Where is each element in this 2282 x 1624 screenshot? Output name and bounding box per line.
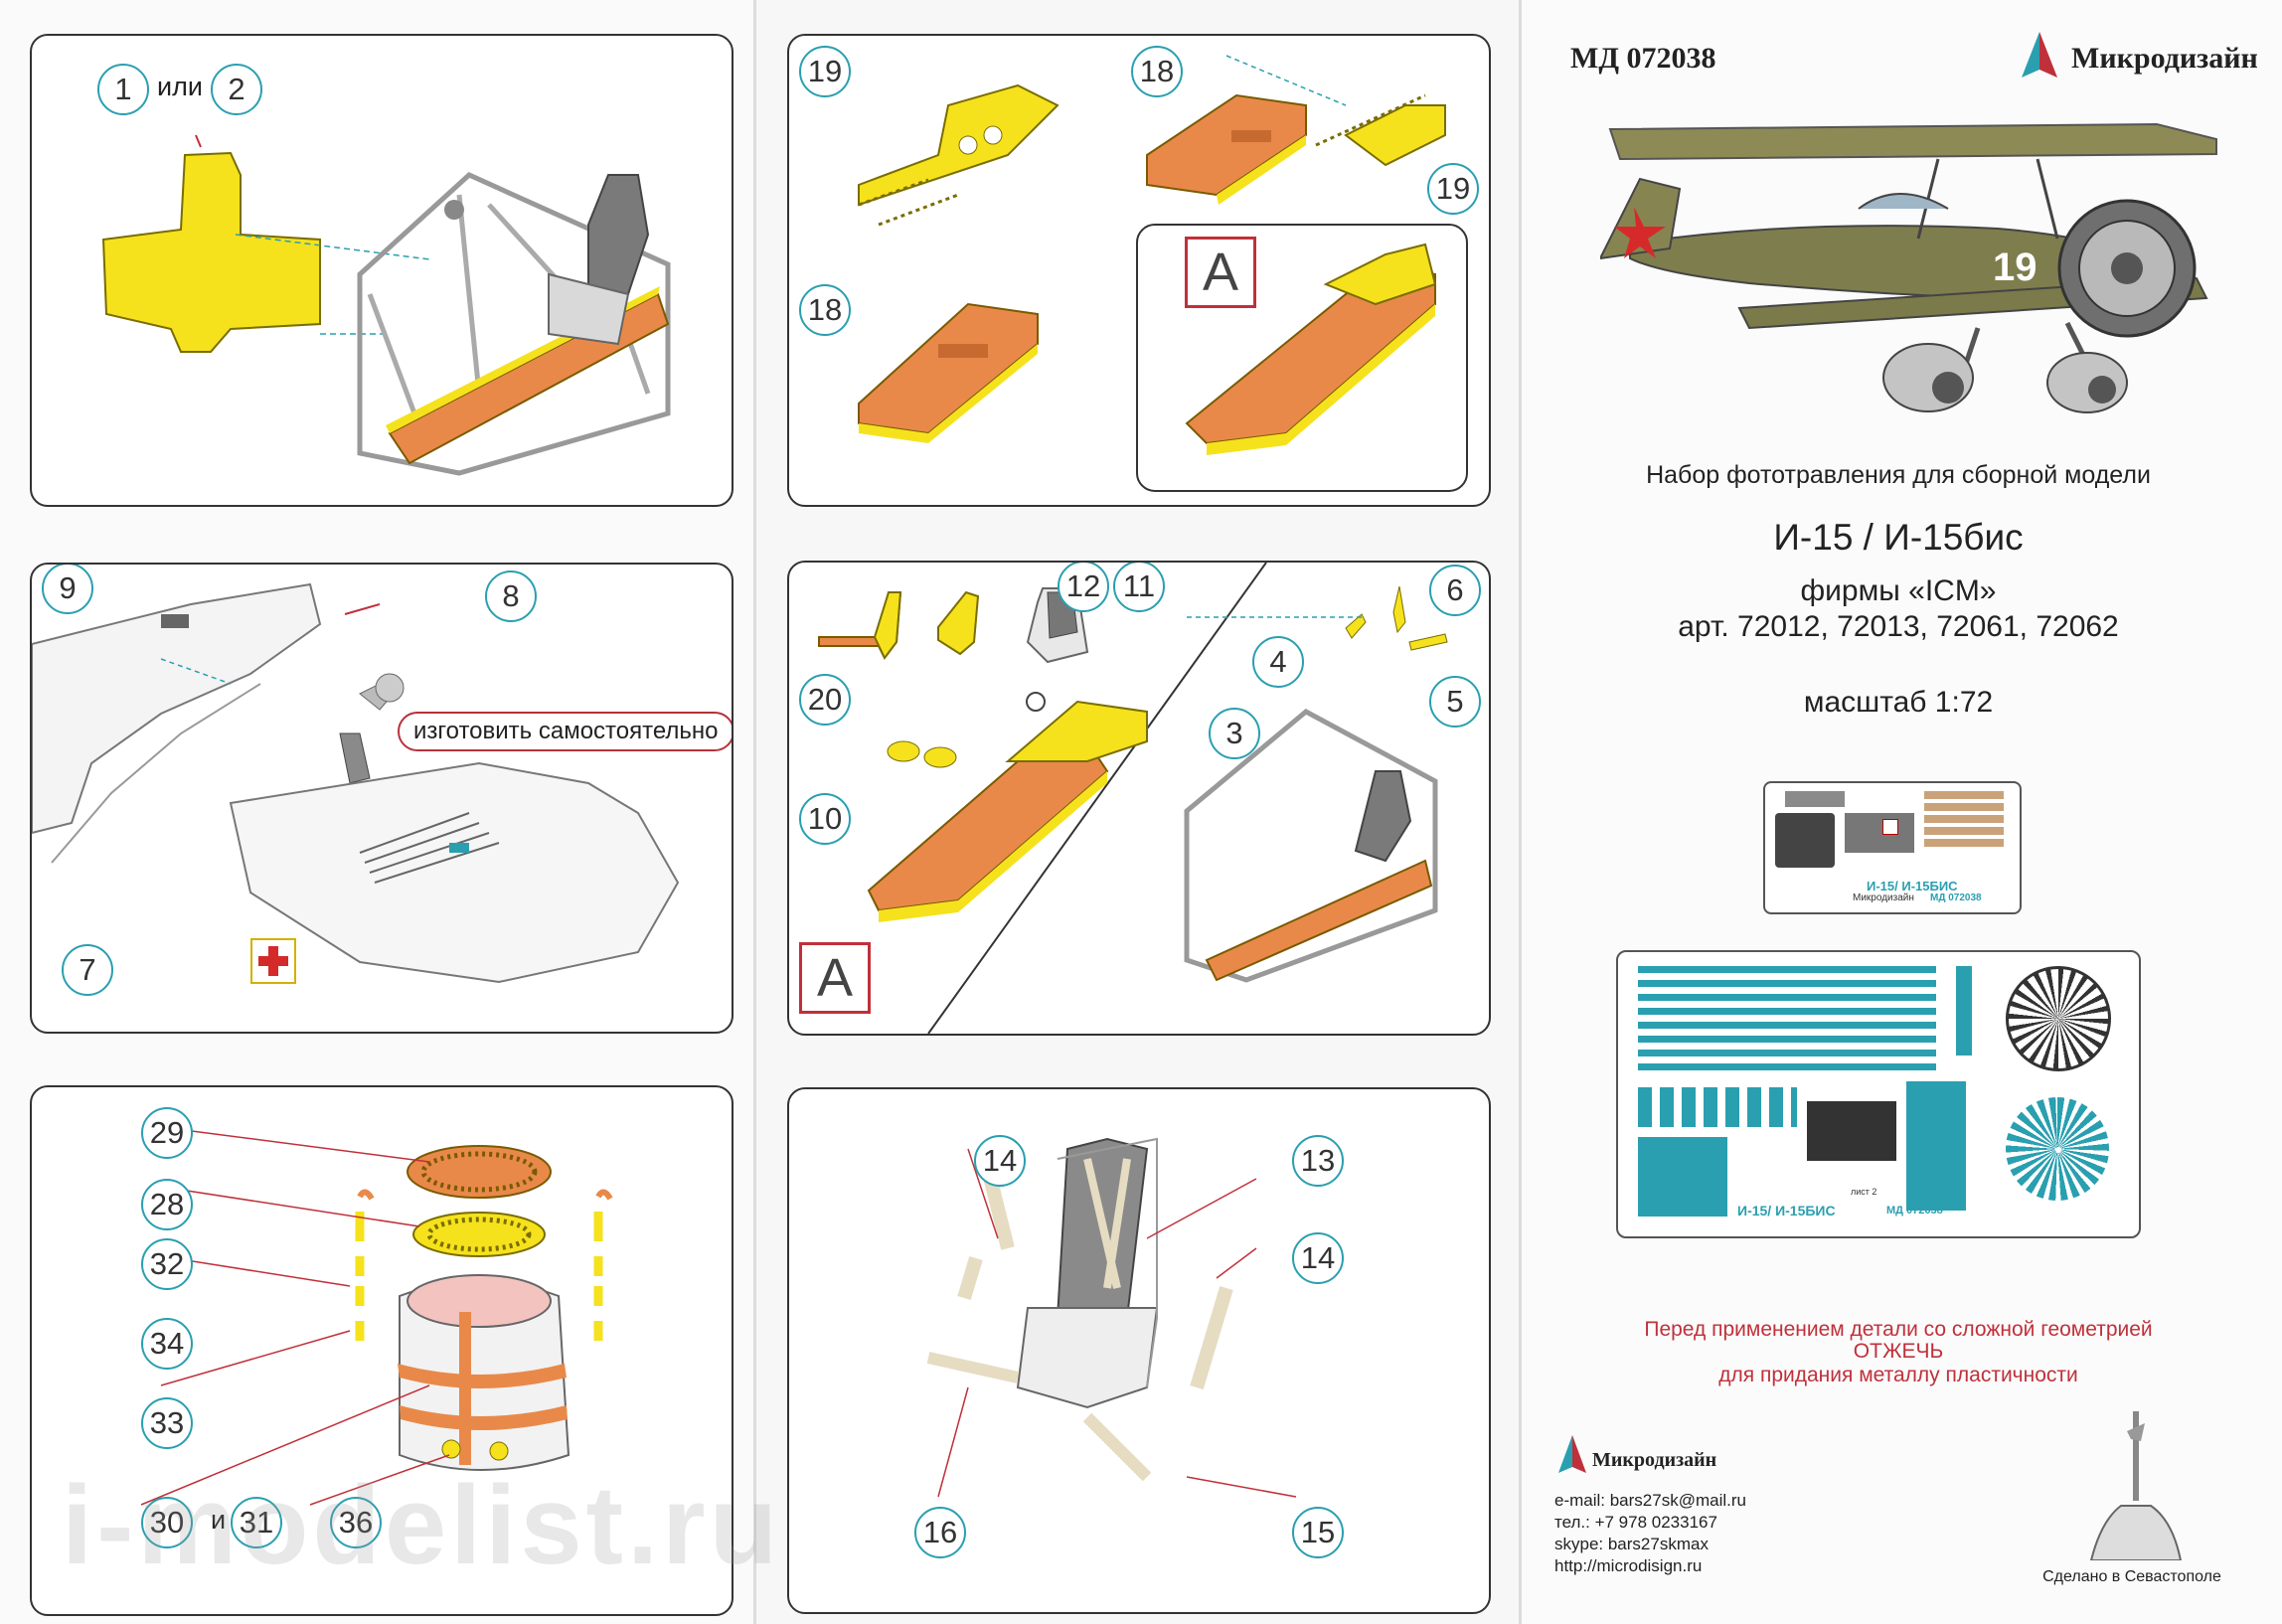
panel-seat-belts: 14 13 14 16 15 bbox=[787, 1087, 1491, 1614]
pe-sheet-1: И-15/ И-15БИС МД 072038 Микродизайн bbox=[1763, 781, 2022, 914]
part-number-14: 14 bbox=[974, 1135, 1026, 1187]
monument-illustration bbox=[2081, 1411, 2191, 1561]
pe-sheet-1-code: МД 072038 bbox=[1930, 893, 1982, 903]
part-number-18: 18 bbox=[799, 284, 851, 336]
warning-line-1: Перед применением детали со сложной геом… bbox=[1644, 1318, 2153, 1341]
make-yourself-note: изготовить самостоятельно bbox=[398, 712, 732, 751]
part-number-19: 19 bbox=[799, 46, 851, 97]
part-number-11: 11 bbox=[1113, 563, 1165, 612]
panel2-drawing bbox=[858, 55, 1468, 492]
contact-phone: тел.: +7 978 0233167 bbox=[1554, 1513, 1717, 1532]
part-number-1: 1 bbox=[97, 64, 149, 115]
warning-line-2: ОТЖЕЧЬ bbox=[1853, 1340, 1944, 1363]
pe-sheet-2-list: лист 2 bbox=[1851, 1187, 1877, 1197]
part-number-13: 13 bbox=[1292, 1135, 1344, 1187]
part-number-29: 29 bbox=[141, 1107, 193, 1159]
fold-line bbox=[1519, 0, 1522, 1624]
part-number-9: 9 bbox=[42, 565, 93, 614]
panel4-drawing bbox=[818, 563, 1448, 1034]
brand-logo bbox=[2018, 30, 2063, 78]
panel-fuselage-details: 9 8 7 изготовить самостоятельно bbox=[30, 563, 734, 1034]
pe-sheet-1-label: И-15/ И-15БИС bbox=[1867, 879, 1958, 893]
part-number-5: 5 bbox=[1429, 676, 1481, 728]
assembly-label-a: A bbox=[1185, 237, 1256, 308]
part-number-12: 12 bbox=[1058, 563, 1109, 612]
part-number-30: 30 bbox=[141, 1497, 193, 1548]
article-numbers: арт. 72012, 72013, 72061, 72062 bbox=[1678, 610, 2119, 643]
panel-cockpit-assembly: 12 11 20 10 A 6 4 5 3 bbox=[787, 561, 1491, 1036]
part-number-32: 32 bbox=[141, 1238, 193, 1290]
product-code: МД 072038 bbox=[1570, 42, 1716, 75]
part-number-28: 28 bbox=[141, 1179, 193, 1230]
model-name: И-15 / И-15бис bbox=[1773, 517, 2024, 558]
part-number-4: 4 bbox=[1252, 636, 1304, 688]
brand-name-small: Микродизайн bbox=[1592, 1449, 1717, 1471]
contact-email[interactable]: e-mail: bars27sk@mail.ru bbox=[1554, 1491, 1746, 1510]
part-number-19: 19 bbox=[1427, 163, 1479, 215]
contact-skype: skype: bars27skmax bbox=[1554, 1535, 1709, 1553]
part-number-16: 16 bbox=[914, 1507, 966, 1558]
part-number-34: 34 bbox=[141, 1318, 193, 1370]
model-maker: фирмы «ICM» bbox=[1800, 574, 1997, 607]
fold-line bbox=[753, 0, 756, 1624]
panel6-drawing bbox=[926, 1137, 1297, 1498]
panel3-drawing bbox=[32, 582, 680, 984]
part-number-3: 3 bbox=[1209, 708, 1260, 759]
or-label: или bbox=[157, 72, 203, 101]
panel-engine-cowl: 29 28 32 34 33 30 и 31 36 bbox=[30, 1085, 734, 1616]
part-number-31: 31 bbox=[231, 1497, 282, 1548]
brand-logo-small bbox=[1556, 1433, 1590, 1473]
panel5-drawing bbox=[140, 1126, 613, 1506]
and-label: и bbox=[211, 1505, 227, 1535]
pe-sheet-2: лист 2 И-15/ И-15БИС МД 072038 bbox=[1616, 950, 2141, 1238]
panel1-drawing bbox=[101, 134, 671, 476]
plane-number: 19 bbox=[1993, 245, 2038, 289]
part-number-7: 7 bbox=[62, 944, 113, 996]
pe-sheet-1-brand: Микродизайн bbox=[1853, 893, 1914, 903]
panel-floor-assembly: 19 18 19 18 A bbox=[787, 34, 1491, 507]
part-number-2: 2 bbox=[211, 64, 262, 115]
panel-panel-armor: 1 или 2 bbox=[30, 34, 734, 507]
contact-website[interactable]: http://microdisign.ru bbox=[1554, 1556, 1703, 1575]
part-number-8: 8 bbox=[485, 570, 537, 622]
part-number-14: 14 bbox=[1292, 1232, 1344, 1284]
pe-sheet-2-label: И-15/ И-15БИС bbox=[1737, 1203, 1836, 1218]
brand-name: Микродизайн bbox=[2071, 42, 2258, 75]
aircraft-illustration: 19 bbox=[1598, 99, 2236, 417]
product-subtitle: Набор фототравления для сборной модели bbox=[1646, 461, 2151, 489]
part-number-20: 20 bbox=[799, 674, 851, 726]
scale: масштаб 1:72 bbox=[1803, 686, 1994, 719]
part-number-18: 18 bbox=[1131, 46, 1183, 97]
first-aid-box bbox=[250, 938, 296, 984]
part-number-33: 33 bbox=[141, 1397, 193, 1449]
made-in-label: Сделано в Севастополе bbox=[2042, 1568, 2221, 1585]
part-number-36: 36 bbox=[330, 1497, 382, 1548]
part-number-10: 10 bbox=[799, 793, 851, 845]
assembly-label-a: A bbox=[799, 942, 871, 1014]
pe-sheet-2-code: МД 072038 bbox=[1886, 1205, 1943, 1217]
part-number-6: 6 bbox=[1429, 565, 1481, 616]
watermark: i-modelist.ru bbox=[62, 1463, 782, 1587]
warning-line-3: для придания металлу пластичности bbox=[1718, 1364, 2078, 1386]
part-number-15: 15 bbox=[1292, 1507, 1344, 1558]
